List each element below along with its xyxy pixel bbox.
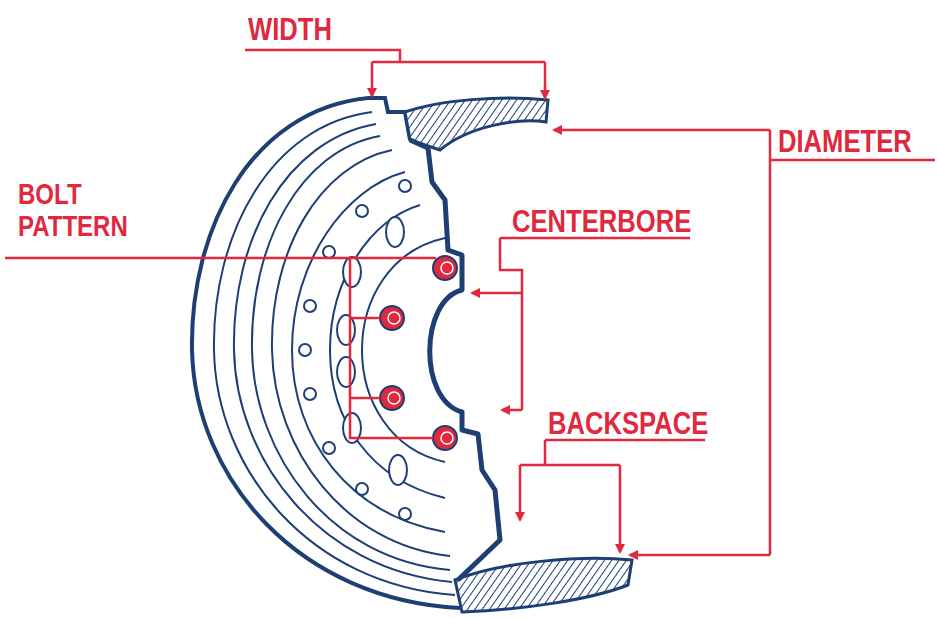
- lug-thread: [441, 262, 453, 274]
- lug-thread: [388, 392, 400, 404]
- lug-thread: [388, 312, 400, 324]
- part-label: BOLT PATTERN: [18, 178, 154, 242]
- section-bottom: [455, 558, 632, 612]
- dimension-bracket: [769, 130, 772, 555]
- vent-hole: [337, 357, 355, 387]
- rim-hole: [323, 246, 335, 258]
- vent-hole: [337, 315, 355, 345]
- section-top: [405, 98, 548, 150]
- rim-groove: [272, 150, 450, 556]
- dimension-arrow: [544, 62, 547, 98]
- rim-lip: [192, 98, 460, 608]
- rim-hole: [356, 483, 368, 495]
- part-label: WIDTH: [248, 12, 488, 46]
- dimension-arrow: [619, 465, 622, 552]
- dimension-arrow: [519, 465, 522, 520]
- disc-profile: [410, 140, 500, 580]
- rim-groove: [214, 112, 455, 595]
- lug-nut: [380, 306, 404, 330]
- lug-nut: [433, 256, 457, 280]
- dimension-bracket: [520, 440, 620, 465]
- part-label: BACKSPACE: [548, 406, 788, 440]
- rim-hole: [323, 442, 335, 454]
- rim-hole: [399, 508, 411, 520]
- dimension-bracket: [500, 238, 522, 410]
- rim-groove: [252, 136, 450, 570]
- vent-hole: [389, 455, 407, 485]
- vent-hole: [343, 257, 361, 287]
- disc-edge: [292, 172, 445, 532]
- dimension-bracket: [350, 258, 433, 438]
- dimension-arrow: [554, 129, 770, 132]
- rim-step: [368, 98, 410, 140]
- rim-hole: [299, 344, 311, 356]
- dimension-arrow: [502, 409, 522, 412]
- dimension-arrow: [472, 292, 522, 295]
- leader-line: [245, 50, 400, 62]
- leader-line: [770, 159, 935, 162]
- part-label: DIAMETER: [778, 124, 937, 158]
- vent-hole: [386, 217, 404, 247]
- dimension-arrow: [630, 554, 770, 557]
- leader-line: [5, 257, 436, 260]
- rim-hole: [304, 388, 316, 400]
- rim-hole: [356, 205, 368, 217]
- dimension-bracket: [372, 61, 545, 64]
- part-label: CENTERBORE: [512, 204, 752, 238]
- rim-groove: [234, 124, 452, 582]
- lug-thread: [441, 432, 453, 444]
- dimension-arrow: [371, 62, 374, 96]
- lug-nut: [380, 386, 404, 410]
- rim-hole: [304, 300, 316, 312]
- rim-hole: [399, 180, 411, 192]
- lug-nut: [433, 426, 457, 450]
